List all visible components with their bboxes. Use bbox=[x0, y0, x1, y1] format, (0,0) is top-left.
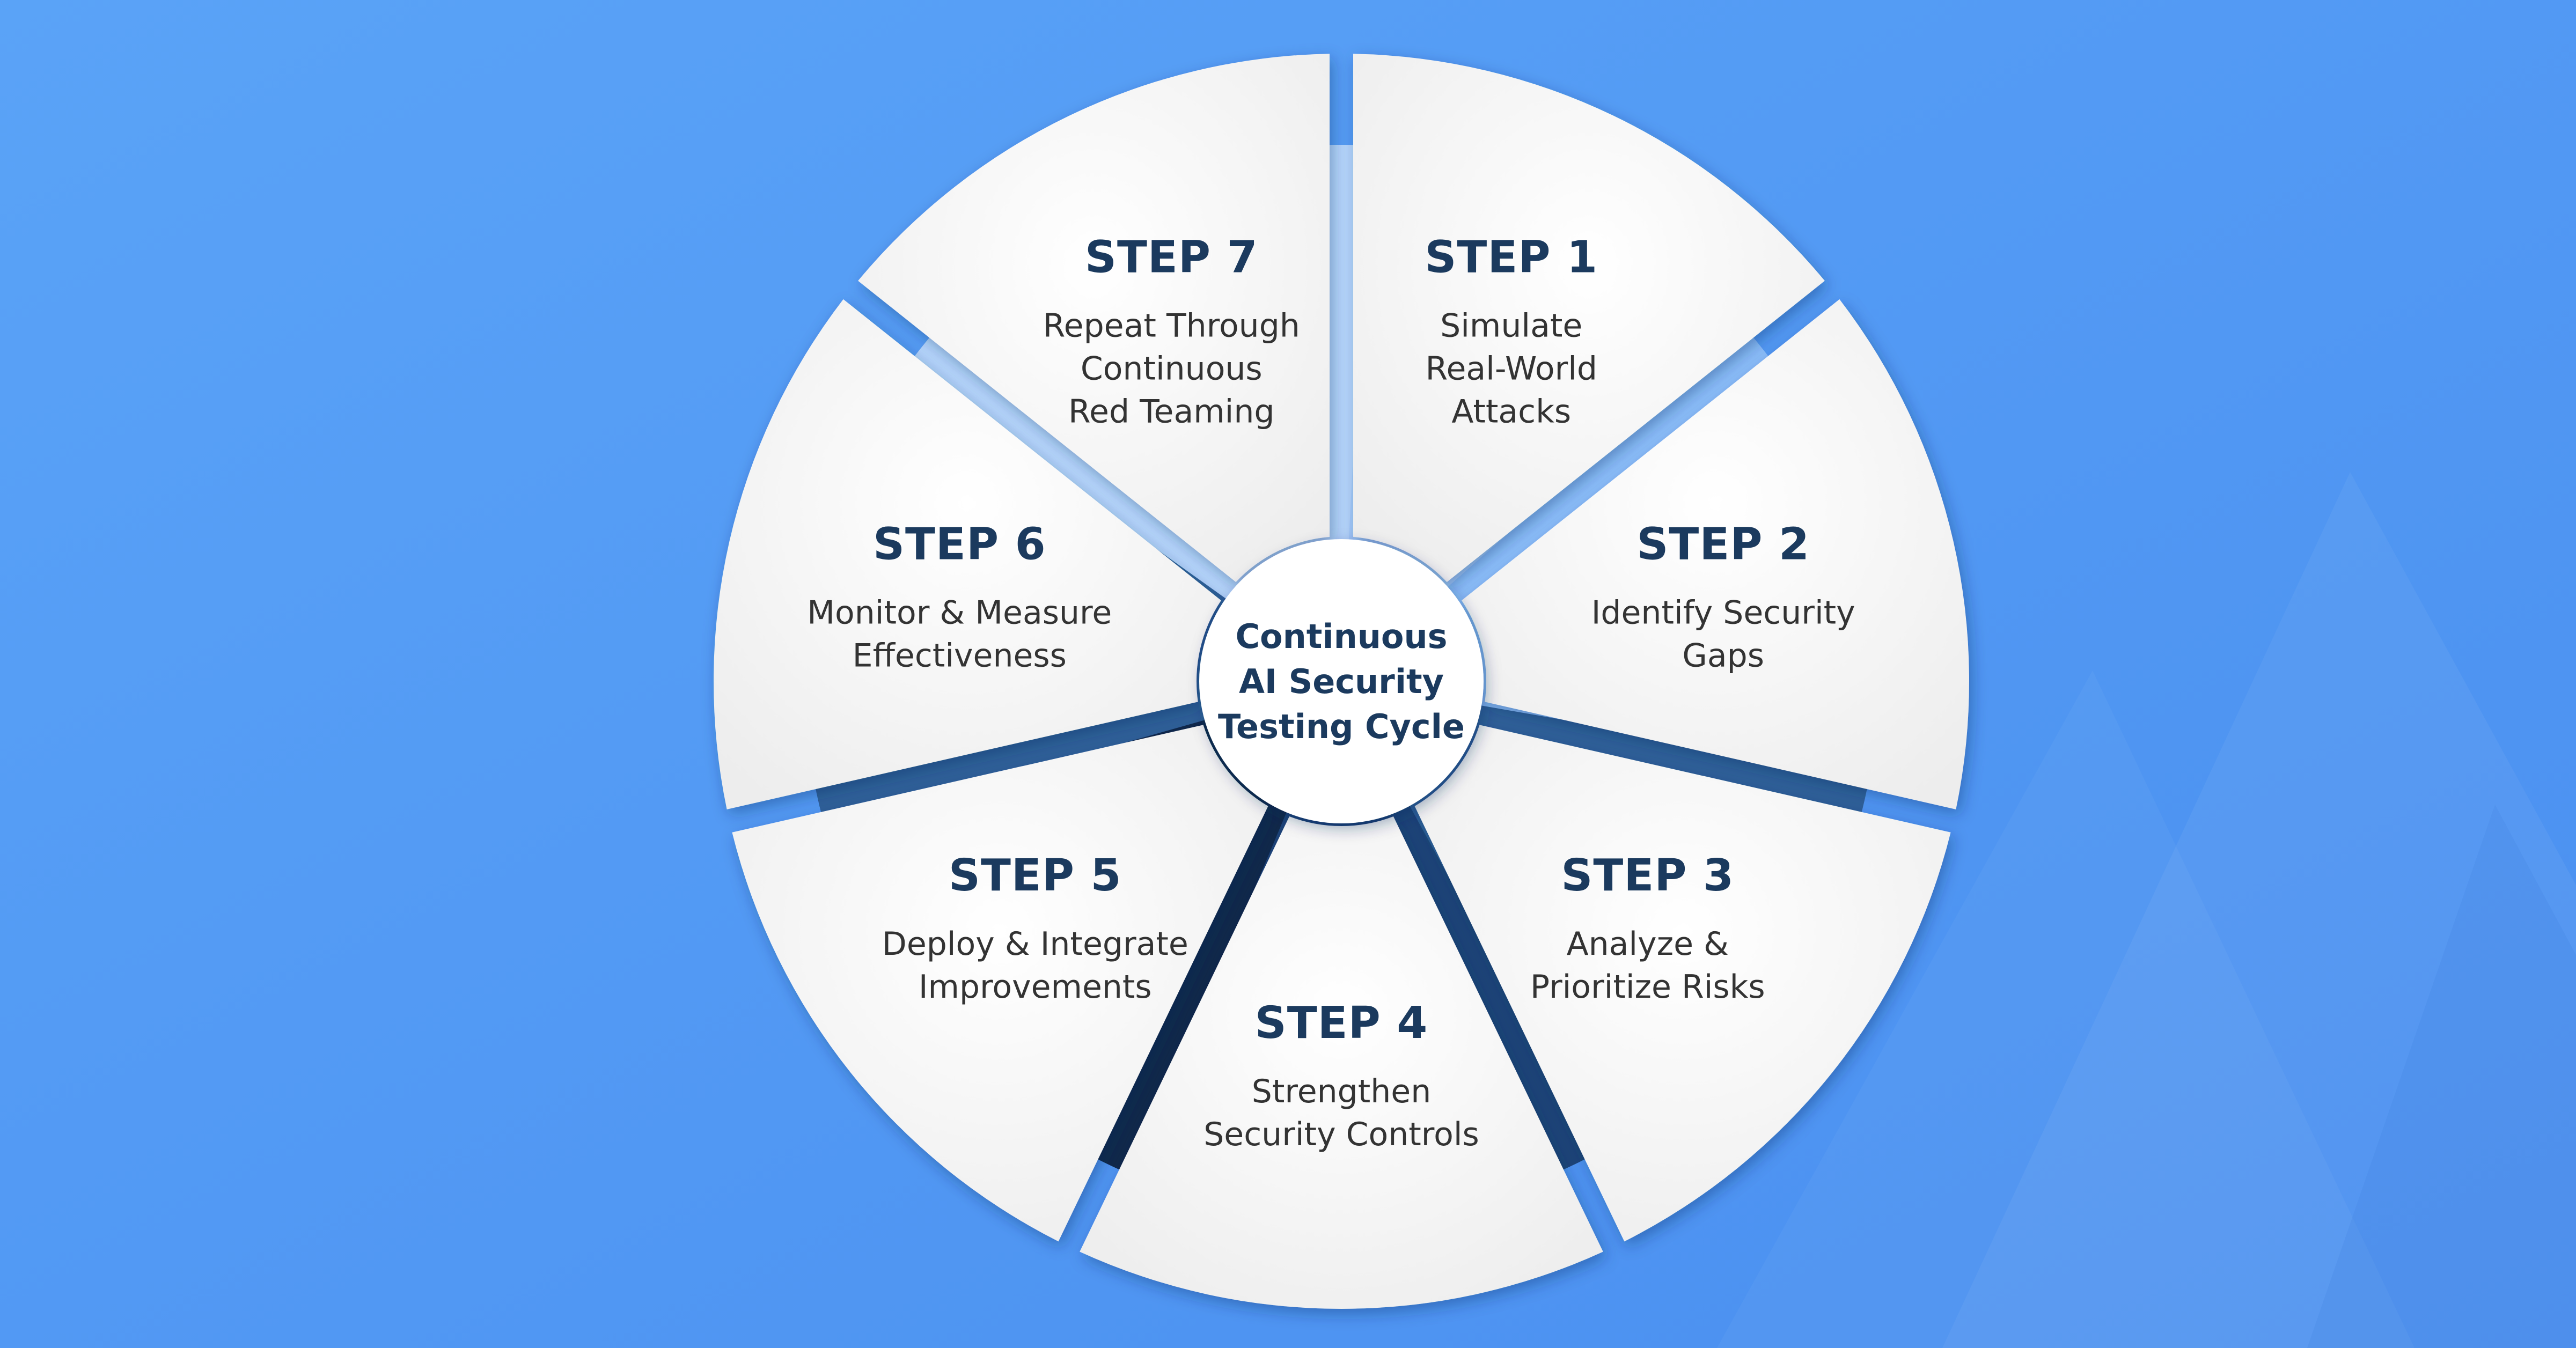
step-card-6 bbox=[714, 299, 1221, 809]
background-triangles bbox=[1717, 472, 2576, 1348]
center-label-line: AI Security bbox=[1239, 662, 1444, 701]
step-description-line: Analyze & bbox=[1567, 925, 1729, 963]
step-card-4 bbox=[1080, 816, 1603, 1309]
step-title-5: STEP 5 bbox=[949, 850, 1122, 901]
step-title-3: STEP 3 bbox=[1561, 850, 1734, 901]
step-segment-3: STEP 3 Analyze & Prioritize Risks bbox=[1414, 725, 1951, 1242]
background-triangle-2 bbox=[1717, 671, 2414, 1348]
step-description-line: Simulate bbox=[1440, 307, 1582, 344]
step-description-line: Continuous bbox=[1081, 350, 1263, 387]
step-title-7: STEP 7 bbox=[1085, 232, 1258, 283]
step-card-1 bbox=[1353, 54, 1825, 583]
step-card-5 bbox=[732, 725, 1268, 1242]
step-description-line: Real-World bbox=[1425, 350, 1597, 387]
step-description-line: Attacks bbox=[1451, 393, 1571, 430]
center-circle bbox=[1199, 539, 1484, 823]
step-description-line: Security Controls bbox=[1203, 1116, 1479, 1153]
step-description-line: Red Teaming bbox=[1068, 393, 1274, 430]
background-triangle-1 bbox=[1942, 472, 2576, 1348]
step-title-4: STEP 4 bbox=[1255, 998, 1428, 1049]
step-card-2 bbox=[1462, 299, 1970, 809]
step-description-line: Strengthen bbox=[1252, 1073, 1431, 1110]
background-triangle-3 bbox=[2307, 805, 2576, 1348]
step-card-7 bbox=[858, 54, 1330, 583]
step-card-3 bbox=[1414, 725, 1951, 1242]
center-label-line: Continuous bbox=[1235, 617, 1447, 656]
step-description-line: Identify Security bbox=[1591, 594, 1855, 632]
step-title-2: STEP 2 bbox=[1636, 519, 1810, 570]
center-label-line: Testing Cycle bbox=[1218, 707, 1465, 746]
step-description-line: Gaps bbox=[1682, 637, 1764, 675]
step-description-line: Deploy & Integrate bbox=[882, 925, 1188, 963]
step-description-3: Analyze & Prioritize Risks bbox=[1530, 925, 1765, 1006]
step-description-line: Effectiveness bbox=[853, 637, 1067, 675]
step-description-line: Improvements bbox=[919, 968, 1152, 1006]
step-description-line: Repeat Through bbox=[1043, 307, 1300, 344]
step-description-line: Prioritize Risks bbox=[1530, 968, 1765, 1006]
step-title-6: STEP 6 bbox=[873, 519, 1046, 570]
step-description-line: Monitor & Measure bbox=[807, 594, 1112, 632]
step-title-1: STEP 1 bbox=[1425, 232, 1598, 283]
